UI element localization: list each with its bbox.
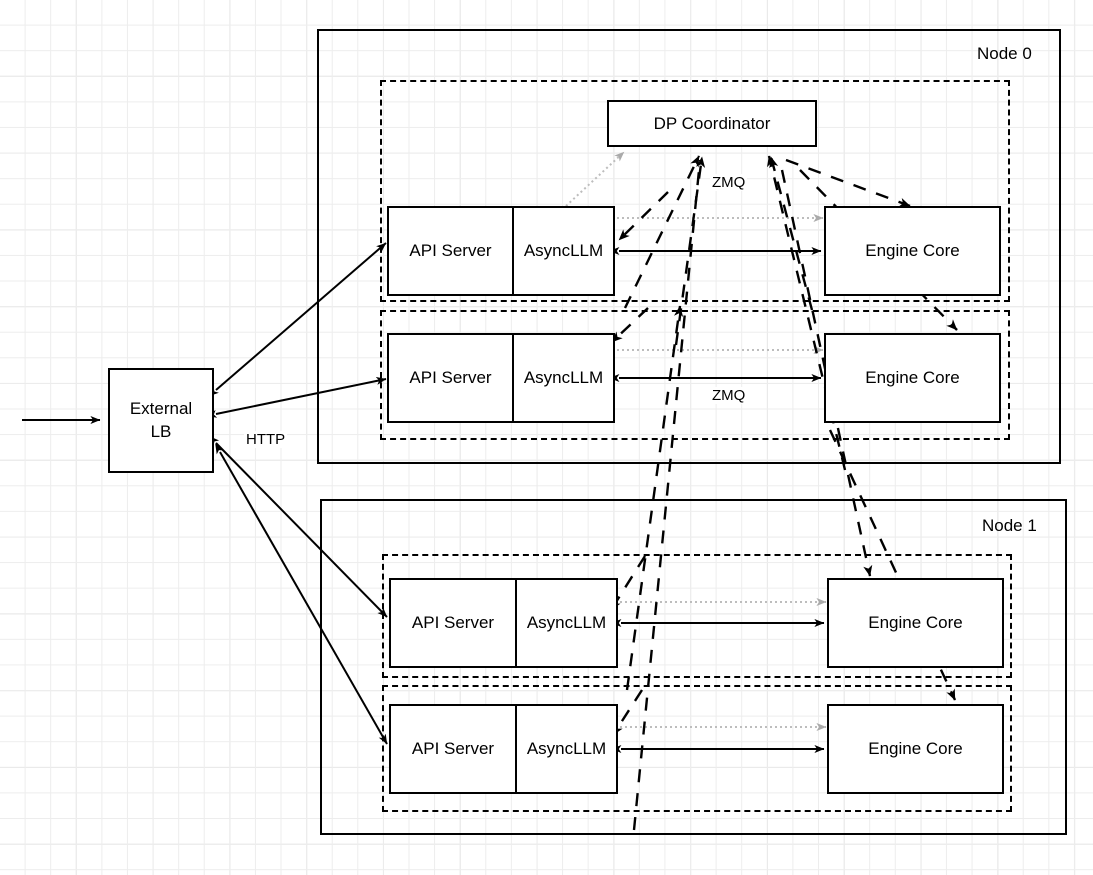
node-label-0: Node 0: [977, 44, 1032, 63]
api-server-n1-g0[interactable]: API Server: [391, 580, 517, 666]
api-server-unit-n1-g0[interactable]: API Server AsyncLLM: [389, 578, 618, 668]
api-server-n0-g1[interactable]: API Server: [389, 335, 514, 421]
engine-core-n1-g0[interactable]: Engine Core: [827, 578, 1004, 668]
zmq-label-engine-row2: ZMQ: [710, 387, 748, 404]
node-box-1: [320, 499, 1067, 835]
api-server-n0-g0[interactable]: API Server: [389, 208, 514, 294]
api-server-n1-g1[interactable]: API Server: [391, 706, 517, 792]
http-label: HTTP: [244, 431, 288, 448]
async-llm-label: AsyncLLM: [523, 368, 604, 387]
external-lb[interactable]: External LB: [108, 368, 214, 473]
zmq-label-coordinator: ZMQ: [710, 174, 748, 191]
async-llm-label: AsyncLLM: [523, 241, 604, 260]
engine-core-label: Engine Core: [868, 613, 963, 632]
node-box-0: [317, 29, 1061, 464]
dp-group-n1-g1: [382, 685, 1012, 812]
engine-core-label: Engine Core: [865, 368, 960, 387]
async-llm-n0-g1[interactable]: AsyncLLM: [514, 335, 613, 421]
api-server-label: API Server: [409, 368, 492, 387]
api-server-unit-n0-g0[interactable]: API Server AsyncLLM: [387, 206, 615, 296]
engine-core-label: Engine Core: [865, 241, 960, 260]
api-server-unit-n1-g1[interactable]: API Server AsyncLLM: [389, 704, 618, 794]
engine-core-label: Engine Core: [868, 739, 963, 758]
dp-group-n0-g0: [380, 80, 1010, 302]
async-llm-n0-g0[interactable]: AsyncLLM: [514, 208, 613, 294]
external-lb-label-line2: LB: [150, 421, 172, 441]
async-llm-n1-g1[interactable]: AsyncLLM: [517, 706, 616, 792]
engine-core-n1-g1[interactable]: Engine Core: [827, 704, 1004, 794]
dp-coordinator-label: DP Coordinator: [653, 113, 771, 133]
api-server-unit-n0-g1[interactable]: API Server AsyncLLM: [387, 333, 615, 423]
dp-group-n1-g0: [382, 554, 1012, 678]
async-llm-label: AsyncLLM: [526, 739, 607, 758]
engine-core-n0-g1[interactable]: Engine Core: [824, 333, 1001, 423]
engine-core-n0-g0[interactable]: Engine Core: [824, 206, 1001, 296]
async-llm-n1-g0[interactable]: AsyncLLM: [517, 580, 616, 666]
api-server-label: API Server: [411, 613, 495, 632]
api-server-label: API Server: [411, 739, 495, 758]
node-label-1: Node 1: [982, 516, 1037, 535]
dp-group-n0-g1: [380, 310, 1010, 440]
async-llm-label: AsyncLLM: [526, 613, 607, 632]
external-lb-label-line1: External: [129, 398, 193, 418]
api-server-label: API Server: [409, 241, 492, 260]
dp-coordinator[interactable]: DP Coordinator: [607, 100, 817, 147]
